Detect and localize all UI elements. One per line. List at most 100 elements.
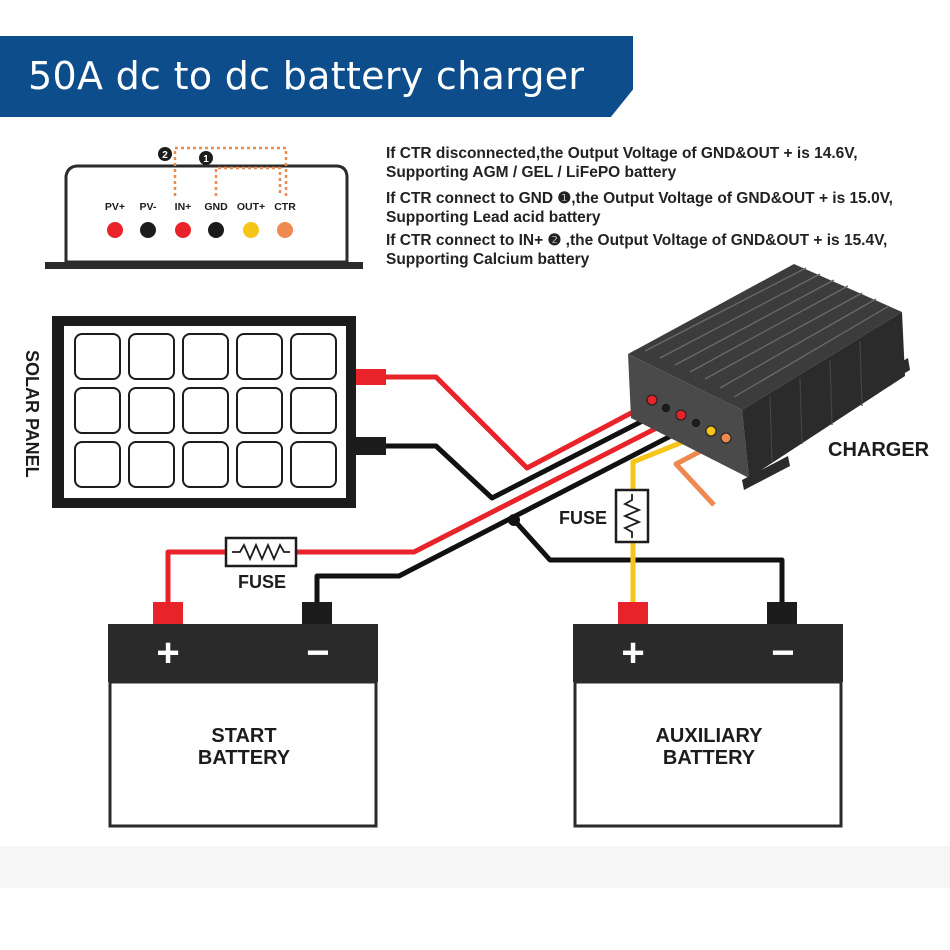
solar-cell: [236, 441, 283, 488]
terminal-label-out-plus: OUT+: [237, 201, 265, 213]
solar-cell: [290, 387, 337, 434]
solar-cells: [74, 333, 337, 488]
charger-foot: [870, 358, 910, 392]
start-battery-body: [108, 680, 378, 828]
note-line: If CTR connect to IN+ ❷ ,the Output Volt…: [386, 232, 888, 249]
jumper-to-in-plus: [173, 146, 288, 196]
solar-cell: [182, 387, 229, 434]
terminal-dot-pv-plus: [107, 222, 123, 238]
note-ctr-disconnected: If CTR disconnected,the Output Voltage o…: [386, 144, 858, 182]
start-battery-plus: +: [156, 631, 179, 675]
charger-foot: [742, 456, 790, 490]
auxiliary-battery: + − AUXILIARY BATTERY: [573, 602, 843, 828]
wire-start-negative: [314, 421, 696, 602]
aux-battery-top: [573, 624, 843, 682]
terminal-dot-out-plus: [243, 222, 259, 238]
charger-terminal-gnd: [690, 417, 702, 429]
fuse-start: [224, 536, 298, 568]
start-battery-minus: −: [306, 631, 329, 675]
solar-cell: [74, 387, 121, 434]
start-battery-label-line2: BATTERY: [198, 747, 291, 769]
terminal-block-body: [64, 164, 349, 264]
marker-two-label: 2: [162, 150, 168, 161]
charger-fins: [644, 267, 890, 398]
solar-plug-negative: [356, 437, 386, 455]
junction-dot: [508, 514, 520, 526]
solar-cell: [128, 387, 175, 434]
aux-battery-body: [573, 680, 843, 828]
fuse-start-label: FUSE: [238, 572, 286, 592]
terminal-block-base: [45, 262, 363, 269]
solar-panel-label: SOLAR PANEL: [22, 350, 42, 478]
charger-side-fins: [769, 340, 863, 463]
jumper-to-gnd: [214, 166, 282, 196]
solar-cell: [236, 387, 283, 434]
marker-one-icon: [199, 151, 213, 165]
wire-pv-positive: [386, 374, 654, 471]
solar-cell: [290, 333, 337, 380]
terminal-label-pv-minus: PV-: [140, 201, 157, 213]
aux-battery-label-line1: AUXILIARY: [655, 725, 763, 747]
solar-plug-positive: [356, 369, 386, 385]
fuse-aux-label: FUSE: [559, 508, 607, 528]
charger-terminal-pv-plus: [646, 394, 658, 406]
solar-cell: [182, 441, 229, 488]
title-banner: [0, 36, 633, 117]
marker-two-icon: [158, 147, 172, 161]
start-battery-label-line1: START: [211, 725, 276, 747]
solar-cell: [290, 441, 337, 488]
wire-pv-negative: [386, 407, 666, 501]
fuse-element-icon: [622, 494, 642, 538]
solar-cell: [182, 333, 229, 380]
terminal-dot-ctr: [277, 222, 293, 238]
fuse-element-icon: [232, 542, 290, 562]
wire-aux-negative: [512, 518, 785, 602]
footer-band: [0, 846, 950, 888]
terminal-dot-pv-minus: [140, 222, 156, 238]
charger-side: [742, 312, 905, 478]
charger-label: CHARGER: [828, 439, 930, 461]
aux-battery-negative-post: [767, 602, 797, 624]
aux-battery-positive-post: [618, 602, 648, 624]
note-ctr-in: If CTR connect to IN+ ❷ ,the Output Volt…: [386, 231, 887, 269]
note-line: Supporting Calcium battery: [386, 251, 590, 268]
terminal-block: 2 1 PV+ PV- IN+ GND OUT+ CTR: [45, 146, 363, 269]
solar-cell: [128, 333, 175, 380]
note-ctr-gnd: If CTR connect to GND ❶,the Output Volta…: [386, 189, 893, 227]
aux-battery-label-line2: BATTERY: [663, 747, 756, 769]
wires: [165, 374, 785, 602]
note-line: Supporting AGM / GEL / LiFePO battery: [386, 164, 677, 181]
start-battery-top: [108, 624, 378, 682]
terminal-dot-gnd: [208, 222, 224, 238]
start-battery: + − START BATTERY: [108, 602, 378, 828]
note-line: If CTR disconnected,the Output Voltage o…: [386, 145, 858, 162]
terminal-label-gnd: GND: [204, 201, 228, 213]
terminal-label-pv-plus: PV+: [105, 201, 125, 213]
charger-top: [628, 264, 902, 410]
wire-start-positive-to-fuse: [165, 549, 226, 602]
charger-front: [628, 354, 749, 478]
note-line: Supporting Lead acid battery: [386, 209, 601, 226]
note-line: If CTR connect to GND ❶,the Output Volta…: [386, 190, 893, 207]
solar-cell: [236, 333, 283, 380]
solar-cell: [128, 441, 175, 488]
charger-terminal-pv-minus: [660, 402, 672, 414]
start-battery-negative-post: [302, 602, 332, 624]
solar-cell: [74, 333, 121, 380]
start-battery-positive-post: [153, 602, 183, 624]
marker-one-label: 1: [203, 154, 209, 165]
fuse-aux: [614, 488, 650, 544]
aux-battery-minus: −: [771, 631, 794, 675]
terminal-dot-in-plus: [175, 222, 191, 238]
terminal-label-ctr: CTR: [274, 201, 296, 213]
solar-cell: [74, 441, 121, 488]
wire-fuse-to-in-plus: [296, 413, 682, 555]
terminal-label-in-plus: IN+: [175, 201, 192, 213]
charger-terminal-out-plus: [705, 425, 717, 437]
solar-panel: [52, 316, 386, 508]
aux-battery-plus: +: [621, 631, 644, 675]
charger-terminal-in-plus: [675, 409, 687, 421]
charger-terminal-ctr: [720, 432, 732, 444]
page-title: 50A dc to dc battery charger: [28, 54, 585, 98]
